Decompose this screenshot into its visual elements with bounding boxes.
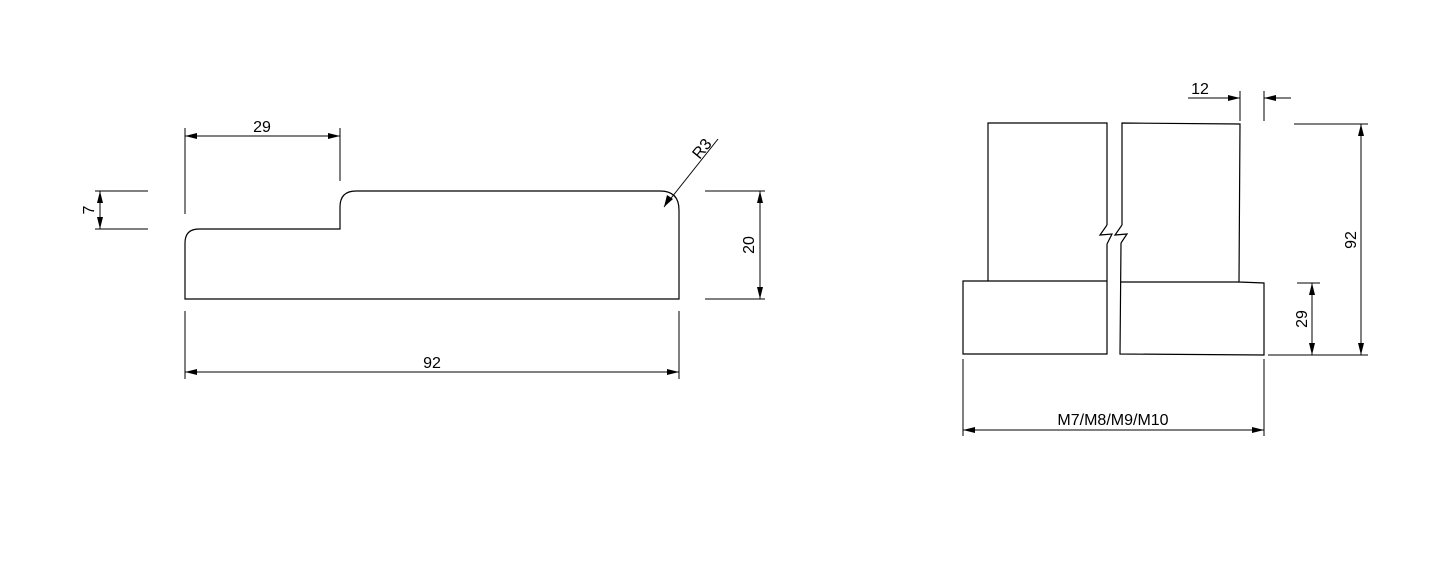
dim-height: 20 <box>705 190 765 300</box>
side-profile-outline <box>184 190 680 300</box>
dim-total-height-label: 92 <box>1343 231 1360 249</box>
front-left-half-outline <box>962 122 1108 355</box>
front-view: 12 92 29 M7/M8/M9/M10 <box>962 81 1368 436</box>
side-view: 29 7 R3 20 <box>81 119 765 379</box>
dim-step-height: 7 <box>81 190 148 230</box>
dim-top-width: 29 <box>184 119 341 214</box>
dim-top-width-label: 29 <box>253 119 271 136</box>
dim-base-height-label: 29 <box>1294 310 1311 328</box>
break-symbol-left <box>1098 224 1114 245</box>
dim-length-label: 92 <box>423 355 441 372</box>
dim-total-height: 92 <box>1268 123 1368 356</box>
dim-slot-width-label: 12 <box>1191 81 1209 98</box>
front-right-half-outline <box>1119 122 1265 356</box>
dim-radius-label: R3 <box>689 136 715 163</box>
dim-radius: R3 <box>663 136 719 208</box>
dim-length: 92 <box>184 311 680 379</box>
break-symbol-right <box>1113 224 1129 244</box>
dim-size-range-label: M7/M8/M9/M10 <box>1057 412 1168 429</box>
dim-base-height: 29 <box>1294 282 1320 355</box>
dim-step-height-label: 7 <box>81 205 98 214</box>
dim-slot-width: 12 <box>1188 81 1291 121</box>
dim-size-range: M7/M8/M9/M10 <box>962 359 1265 436</box>
dim-height-label: 20 <box>741 236 758 254</box>
